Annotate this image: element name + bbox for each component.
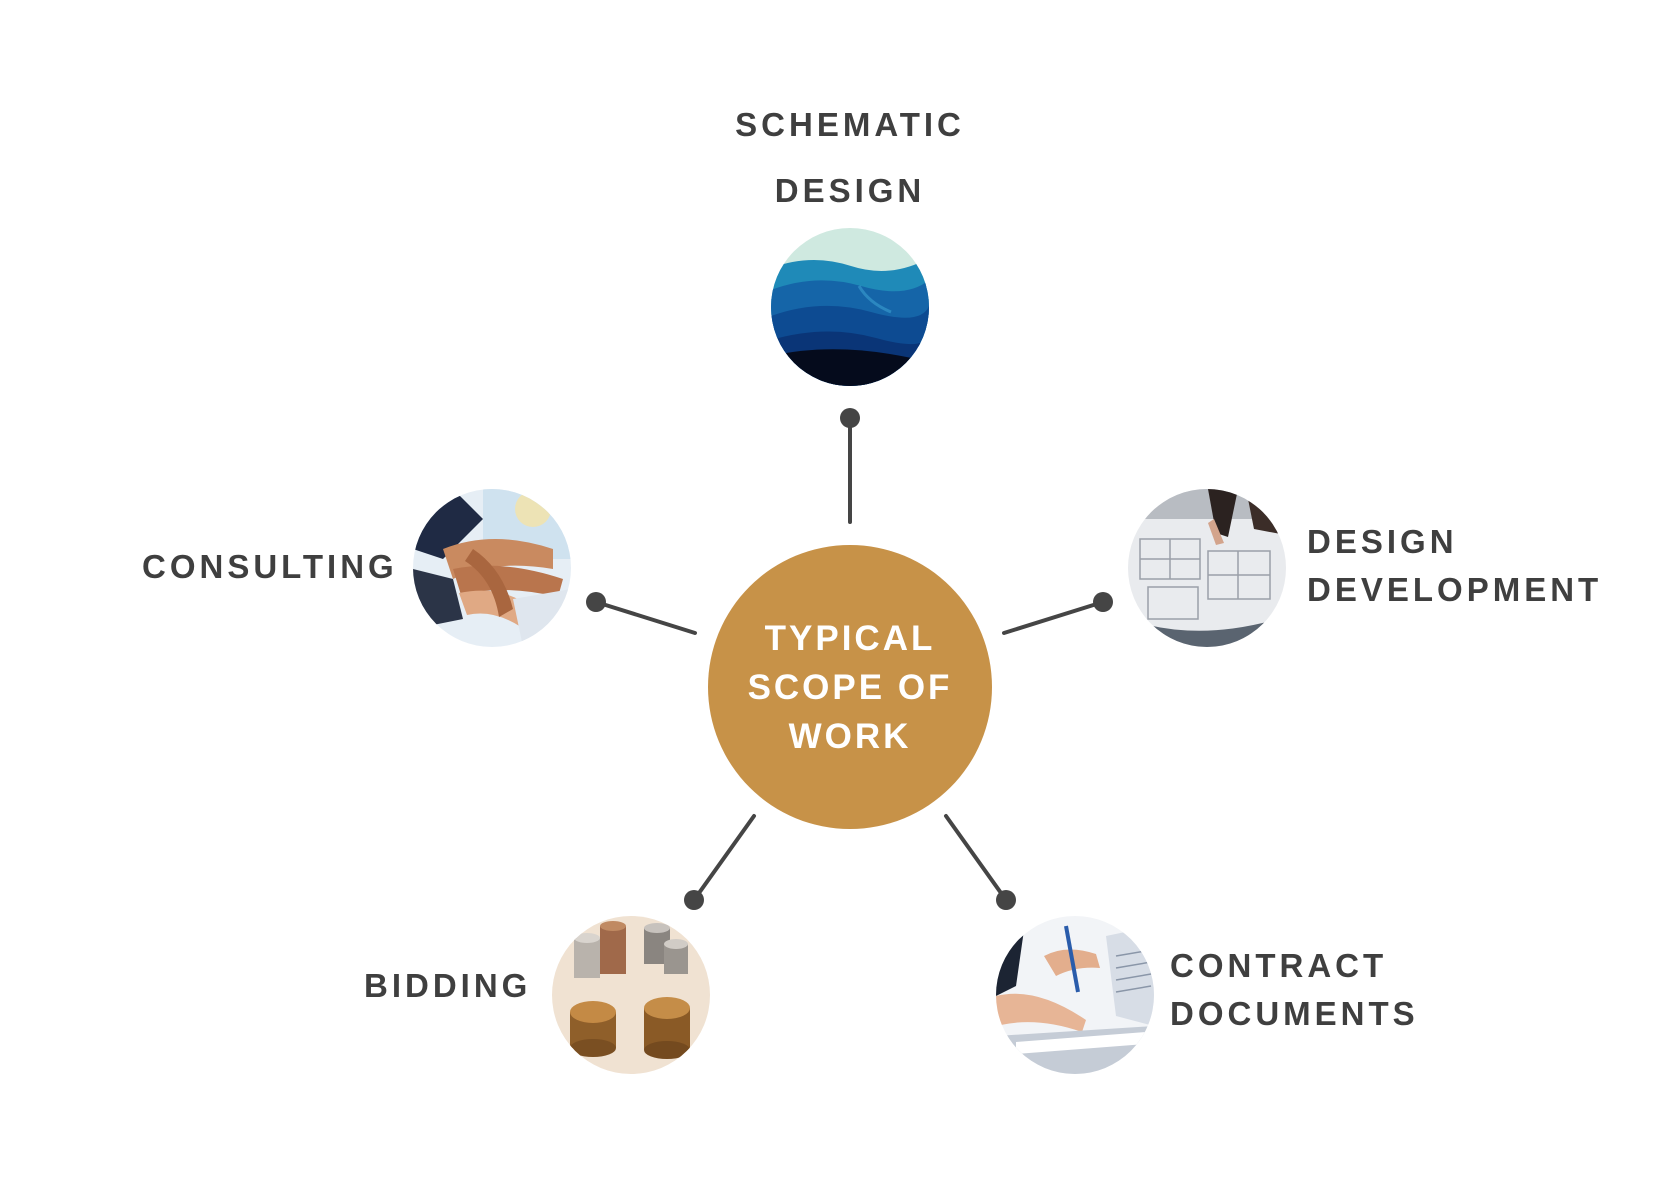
hub-title-line: TYPICAL <box>764 618 936 658</box>
node-label-line: DESIGN <box>774 172 926 209</box>
connector-dot-design-development <box>1093 592 1113 612</box>
connector-contract-documents <box>944 814 1008 902</box>
node-label-design-development: DESIGN DEVELOPMENT <box>1307 518 1602 614</box>
node-label-contract-documents: CONTRACT DOCUMENTS <box>1170 942 1419 1038</box>
node-label-line: DESIGN <box>1307 523 1458 560</box>
signing-documents-icon <box>996 916 1154 1074</box>
node-label-line: SCHEMATIC <box>735 106 965 143</box>
node-label-line: CONSULTING <box>142 548 398 585</box>
blueprint-plans-icon <box>1128 489 1286 647</box>
hub-circle: TYPICAL SCOPE OF WORK <box>708 545 992 829</box>
connector-consulting <box>594 600 697 635</box>
connector-dot-schematic-design <box>840 408 860 428</box>
connector-design-development <box>1002 600 1105 635</box>
node-label-line: DOCUMENTS <box>1170 995 1419 1032</box>
hub-title-line: WORK <box>788 716 912 756</box>
connector-dot-contract-documents <box>996 890 1016 910</box>
node-label-consulting: CONSULTING <box>142 543 398 591</box>
hub-title: TYPICAL SCOPE OF WORK <box>735 614 965 761</box>
connector-dot-bidding <box>684 890 704 910</box>
hub-title-line: SCOPE OF <box>747 667 953 707</box>
node-label-schematic-design: SCHEMATIC DESIGN <box>690 92 1010 224</box>
coin-stacks-icon <box>552 916 710 1074</box>
team-hands-icon <box>413 489 571 647</box>
node-label-line: CONTRACT <box>1170 947 1388 984</box>
connector-dot-consulting <box>586 592 606 612</box>
connector-bidding <box>692 814 756 902</box>
node-label-line: DEVELOPMENT <box>1307 571 1603 608</box>
node-label-line: BIDDING <box>364 967 532 1004</box>
blue-waves-icon <box>771 228 929 386</box>
node-label-bidding: BIDDING <box>364 962 531 1010</box>
